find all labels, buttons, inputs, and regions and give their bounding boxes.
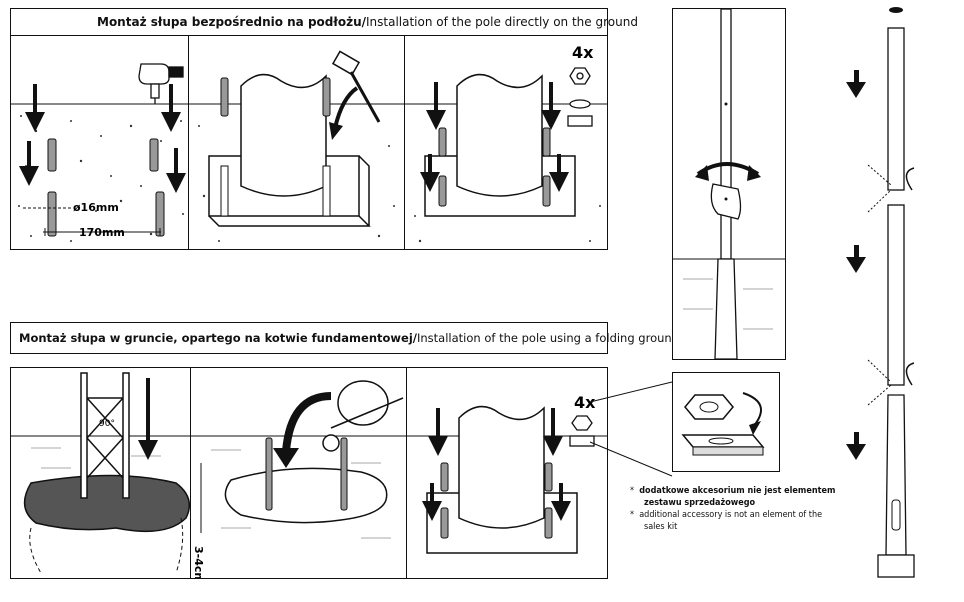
section1-title-pl: Montaż słupa bezpośrednio na podłożu	[97, 15, 362, 29]
note-en-line1: additional accessory is not an element o…	[639, 510, 823, 520]
section1-header: Montaż słupa bezpośrednio na podłożu/Ins…	[10, 8, 638, 36]
section1-title: Montaż słupa bezpośrednio na podłożu/Ins…	[97, 15, 638, 29]
drill-diameter-label: ø16mm	[73, 201, 119, 214]
step-place-ground-cage: 90°	[10, 367, 192, 579]
step-tighten-nuts-cage: 4x	[406, 367, 608, 579]
quantity-label-2: 4x	[574, 393, 596, 412]
note-pl-line1: dodatkowe akcesorium nie jest elementem	[639, 486, 836, 496]
angle-label: 90°	[99, 419, 115, 429]
step-insert-anchors	[188, 35, 406, 250]
step-tighten-nuts: 4x	[404, 35, 608, 250]
section2-title: Montaż słupa w gruncie, opartego na kotw…	[19, 331, 711, 345]
step-pour-concrete: 3-4cm	[190, 367, 408, 579]
detail-connector-lines	[589, 381, 673, 477]
accessory-detail	[672, 372, 780, 472]
step-drill-holes: ø16mm 170mm	[10, 35, 190, 250]
note-pl-line2: zestawu sprzedażowego	[644, 498, 756, 508]
depth-label: 3-4cm	[192, 546, 205, 579]
pole-assembly-diagram	[846, 7, 915, 578]
section1-title-en: Installation of the pole directly on the…	[366, 15, 638, 29]
note-en-line2: sales kit	[644, 522, 678, 532]
quantity-label-1: 4x	[572, 43, 594, 62]
step-rotate-pole	[672, 8, 786, 360]
section2-title-pl: Montaż słupa w gruncie, opartego na kotw…	[19, 331, 413, 345]
anchor-spacing-label: 170mm	[79, 226, 125, 239]
section2-title-en: Installation of the pole using a folding…	[416, 331, 711, 345]
accessory-note: * dodatkowe akcesorium nie jest elemente…	[630, 486, 836, 532]
section2-header: Montaż słupa w gruncie, opartego na kotw…	[10, 322, 710, 354]
